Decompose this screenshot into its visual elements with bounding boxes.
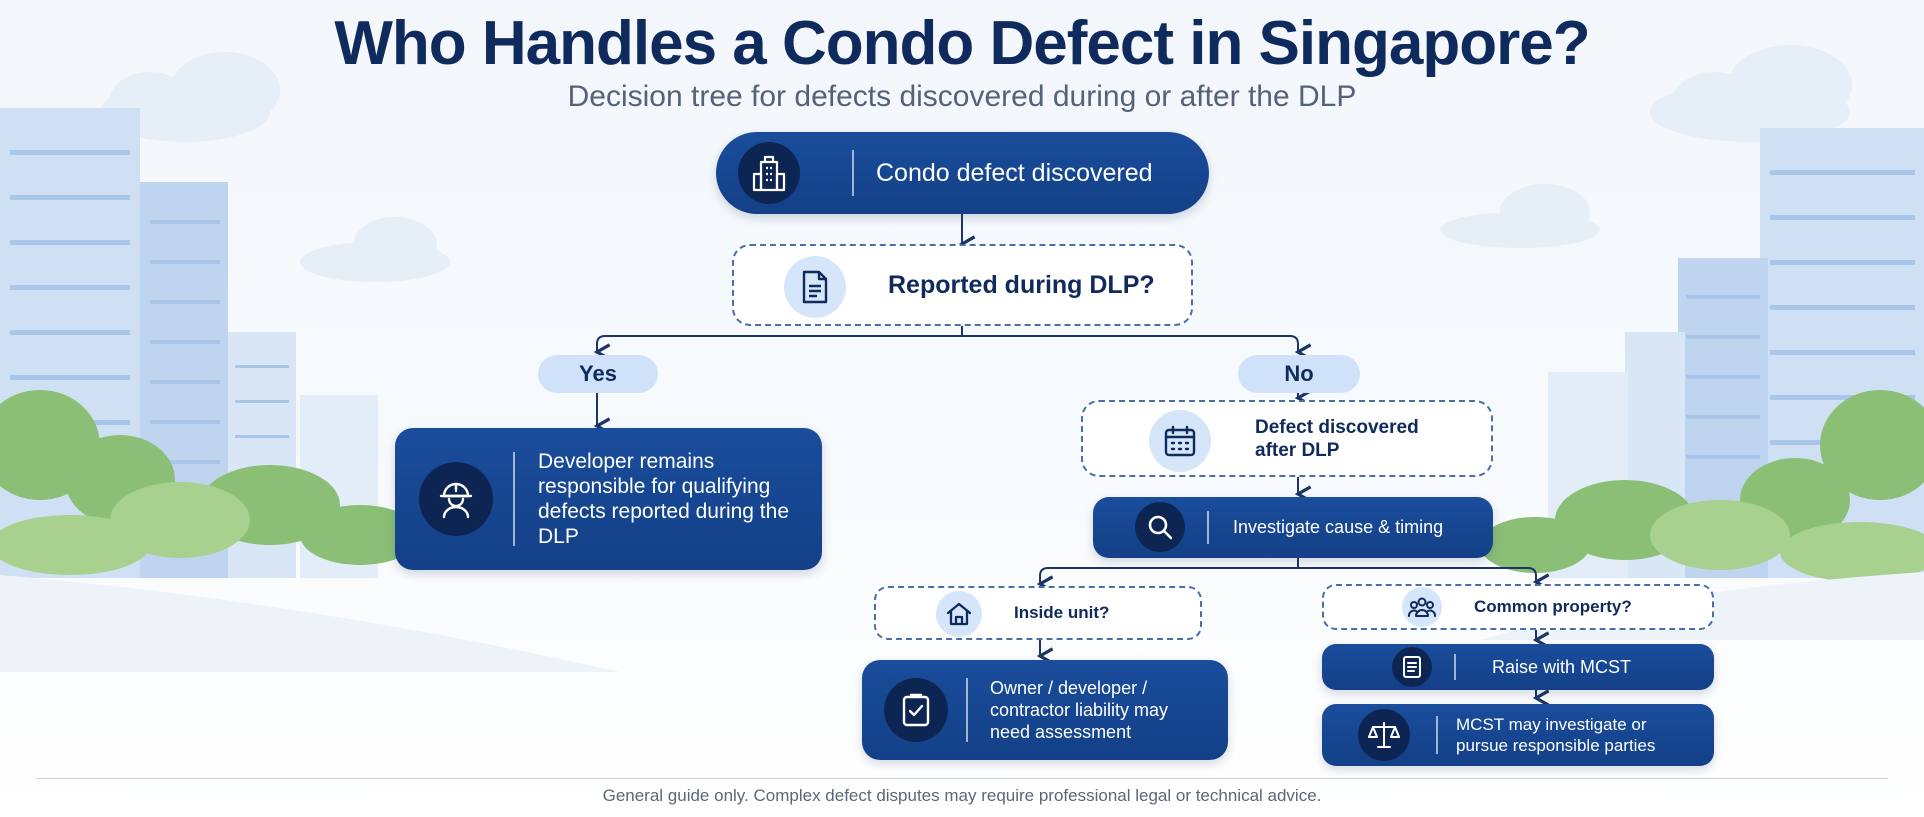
node-separator [513, 452, 515, 546]
common-property-label: Common property? [1474, 597, 1632, 616]
yes-pill: Yes [538, 355, 658, 393]
node-separator [852, 150, 854, 196]
document-icon [784, 256, 846, 318]
dlp-question-node: Reported during DLP? [732, 244, 1193, 326]
raise-mcst-node: Raise with MCST [1322, 644, 1714, 690]
common-property-node: Common property? [1322, 584, 1714, 630]
start-node: Condo defect discovered [716, 132, 1209, 214]
raise-mcst-label: Raise with MCST [1492, 656, 1632, 677]
mcst-investigate-node: MCST may investigate or pursue responsib… [1322, 704, 1714, 766]
owner-liability-label: Owner / developer / contractor liability… [990, 678, 1169, 742]
dlp-question-label: Reported during DLP? [888, 270, 1155, 299]
owner-liability-node: Owner / developer / contractor liability… [862, 660, 1228, 760]
developer-responsible-label: Developer remains responsible for qualif… [538, 450, 789, 548]
after-dlp-label: Defect discovered after DLP [1255, 416, 1419, 461]
node-separator [966, 678, 968, 742]
worker-helmet-icon [419, 462, 493, 536]
footer-divider [36, 778, 1888, 779]
building-icon [738, 142, 800, 204]
start-label: Condo defect discovered [876, 158, 1153, 187]
node-separator [1436, 716, 1438, 754]
inside-unit-label: Inside unit? [1014, 603, 1110, 622]
inside-unit-node: Inside unit? [874, 586, 1202, 640]
scales-icon [1358, 709, 1410, 761]
clipboard-icon [1392, 647, 1432, 687]
after-dlp-node: Defect discovered after DLP [1081, 400, 1493, 477]
investigate-node: Investigate cause & timing [1093, 497, 1493, 558]
checklist-icon [884, 678, 948, 742]
calendar-icon [1149, 410, 1211, 472]
node-separator [1207, 511, 1209, 544]
developer-responsible-node: Developer remains responsible for qualif… [395, 428, 822, 570]
footer-note: General guide only. Complex defect dispu… [602, 786, 1322, 805]
people-icon [1402, 587, 1442, 627]
page-subtitle: Decision tree for defects discovered dur… [567, 80, 1357, 113]
node-separator [1454, 654, 1456, 680]
no-pill: No [1238, 355, 1360, 393]
investigate-label: Investigate cause & timing [1233, 517, 1444, 537]
search-icon [1135, 502, 1185, 552]
mcst-investigate-label: MCST may investigate or pursue responsib… [1456, 715, 1656, 755]
page-title: Who Handles a Condo Defect in Singapore? [334, 9, 1590, 78]
home-icon [936, 591, 982, 637]
